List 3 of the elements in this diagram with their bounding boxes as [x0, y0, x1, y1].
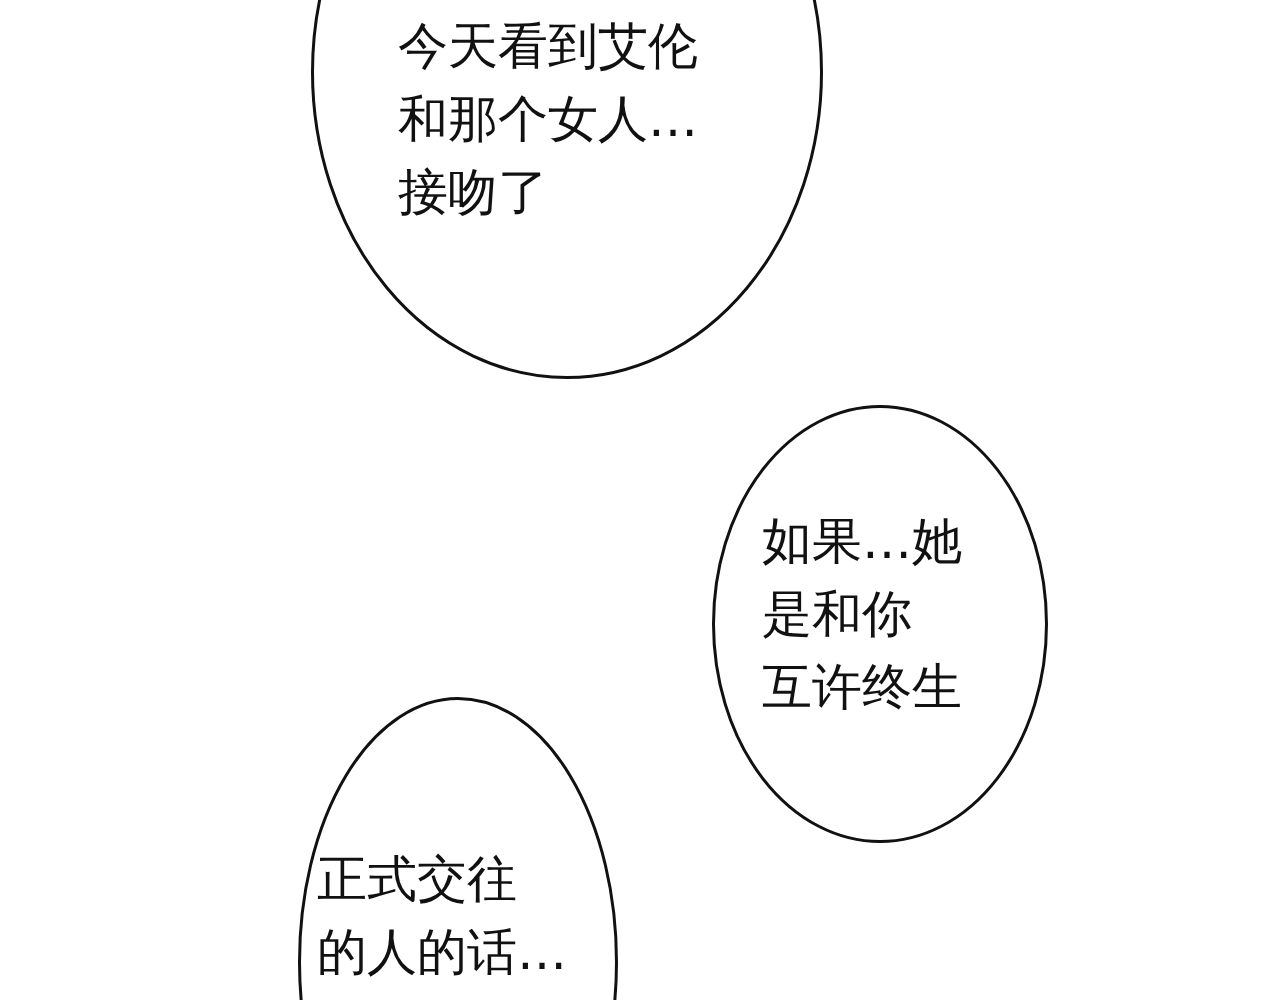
- bubble-text: 如果…她是和你互许终生: [762, 511, 962, 718]
- bubble-text: 今天看到艾伦和那个女人…接吻了: [398, 16, 698, 223]
- bubble-text: 正式交往的人的话…: [317, 849, 567, 983]
